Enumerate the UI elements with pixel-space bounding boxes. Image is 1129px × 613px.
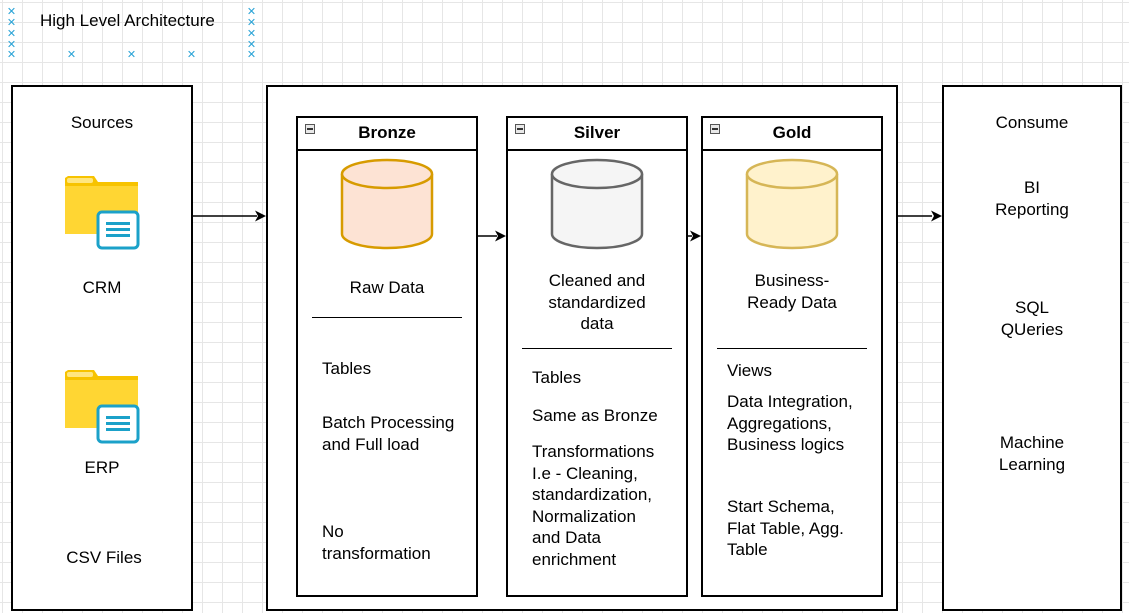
diagram-title[interactable]: High Level Architecture bbox=[40, 11, 215, 30]
consume-sql-queries: SQL QUeries bbox=[1000, 298, 1064, 339]
gold-header: Gold bbox=[703, 118, 881, 151]
bronze-title: Bronze bbox=[358, 123, 416, 142]
sources-box[interactable] bbox=[11, 85, 193, 611]
bronze-database-icon bbox=[340, 158, 434, 250]
source-crm-label: CRM bbox=[82, 278, 122, 297]
bronze-detail-transform: No transformation bbox=[322, 522, 431, 563]
silver-title: Silver bbox=[573, 123, 621, 142]
consume-bi-reporting: BI Reporting bbox=[995, 178, 1069, 219]
source-csv-label: CSV Files bbox=[66, 548, 142, 567]
bronze-collapse-icon[interactable] bbox=[305, 124, 315, 134]
bronze-caption: Raw Data bbox=[349, 278, 425, 297]
gold-caption: Business-Ready Data bbox=[747, 271, 837, 312]
consume-header: Consume bbox=[995, 113, 1069, 132]
sources-header: Sources bbox=[70, 113, 134, 132]
bronze-detail-tables: Tables bbox=[322, 359, 372, 378]
gold-detail-views: Views bbox=[727, 361, 773, 380]
bronze-divider bbox=[312, 317, 462, 318]
bronze-detail-load: Batch Processing and Full load bbox=[322, 413, 455, 454]
erp-folder-icon bbox=[65, 370, 140, 444]
silver-divider bbox=[522, 348, 672, 349]
arrowhead-consume bbox=[931, 210, 942, 222]
gold-collapse-icon[interactable] bbox=[710, 124, 720, 134]
silver-detail-same: Same as Bronze bbox=[532, 406, 658, 425]
gold-database-icon bbox=[745, 158, 839, 250]
bronze-header: Bronze bbox=[298, 118, 476, 151]
source-erp-label: ERP bbox=[84, 458, 120, 477]
silver-database-icon bbox=[550, 158, 644, 250]
silver-collapse-icon[interactable] bbox=[515, 124, 525, 134]
gold-divider bbox=[717, 348, 867, 349]
silver-detail-transformations: Transformations I.e - Cleaning, standard… bbox=[532, 442, 655, 569]
gold-title: Gold bbox=[772, 123, 812, 142]
gold-detail-integration: Data Integration, Aggregations, Business… bbox=[727, 392, 853, 454]
arrowhead-sources bbox=[255, 210, 266, 222]
gold-detail-schema: Start Schema, Flat Table, Agg. Table bbox=[727, 497, 844, 559]
silver-header: Silver bbox=[508, 118, 686, 151]
consume-box[interactable] bbox=[942, 85, 1122, 611]
silver-detail-tables: Tables bbox=[532, 368, 582, 387]
consume-machine-learning: Machine Learning bbox=[998, 433, 1066, 474]
crm-folder-icon bbox=[65, 176, 140, 250]
silver-caption: Cleaned and standardized data bbox=[548, 271, 646, 333]
